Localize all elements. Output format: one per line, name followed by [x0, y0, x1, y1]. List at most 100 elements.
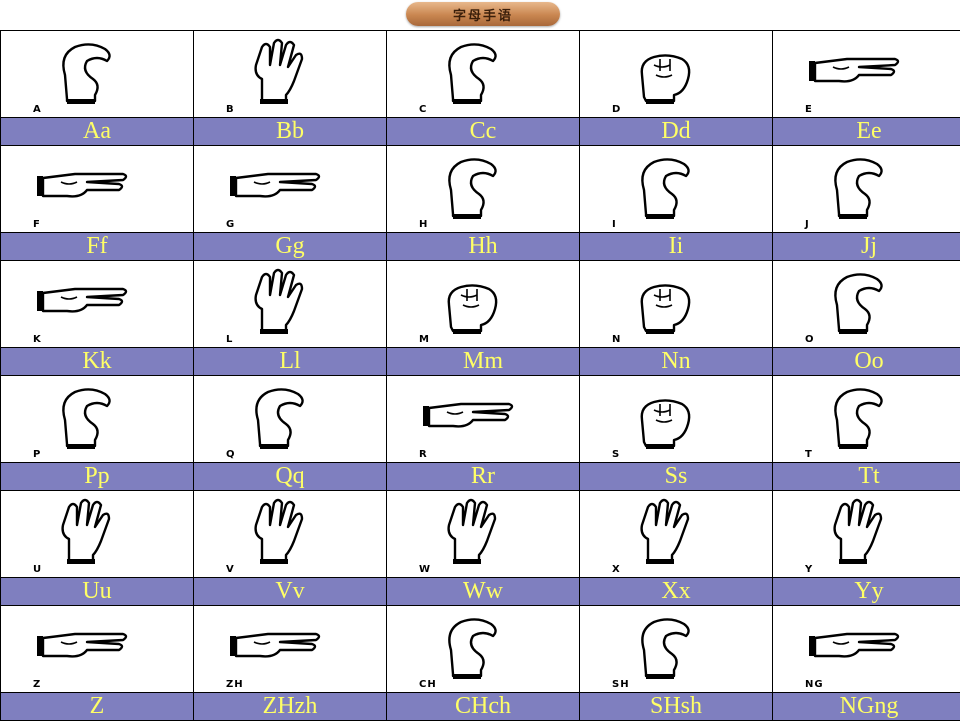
sign-letter-label: Ee — [773, 118, 960, 146]
sign-letter-label: SHsh — [580, 693, 773, 721]
three-fingers-down-hand-icon — [417, 265, 527, 335]
l-shape-hand-icon — [224, 265, 334, 335]
c-curve-hand-icon — [417, 35, 527, 105]
sign-letter-label: Gg — [194, 233, 387, 261]
sign-image-cell: G — [194, 146, 387, 233]
sign-image-cell: CH — [387, 606, 580, 693]
sign-letter-label: Tt — [773, 463, 960, 491]
sign-letter-mark: F — [33, 219, 41, 230]
closed-fist-hand-icon — [610, 35, 720, 105]
sign-letter-label: Yy — [773, 578, 960, 606]
sign-letter-mark: L — [226, 334, 233, 345]
sign-image-row: K L M N O — [1, 261, 960, 348]
zh-side-hand-icon — [224, 610, 334, 680]
sign-letter-label: Oo — [773, 348, 960, 376]
sign-letter-mark: A — [33, 104, 42, 115]
sign-letter-label: Qq — [194, 463, 387, 491]
sign-image-cell: H — [387, 146, 580, 233]
sign-letter-label: Nn — [580, 348, 773, 376]
sign-letter-mark: SH — [612, 679, 630, 690]
sign-letter-mark: CH — [419, 679, 437, 690]
sign-image-row: A B C D E — [1, 31, 960, 118]
sign-image-cell: E — [773, 31, 960, 118]
sign-letter-label: Jj — [773, 233, 960, 261]
sign-letter-mark: B — [226, 104, 235, 115]
sign-letter-label: Vv — [194, 578, 387, 606]
sign-letter-mark: W — [419, 564, 431, 575]
sign-letter-label: Ii — [580, 233, 773, 261]
sh-pinch-hand-icon — [610, 610, 720, 680]
thumb-up-fist-hand-icon — [31, 35, 141, 105]
flat-side-hand-icon — [803, 35, 913, 105]
sign-letter-mark: C — [419, 104, 427, 115]
ch-curve-hand-icon — [417, 610, 527, 680]
sign-letter-label: CHch — [387, 693, 580, 721]
y-shaka-hand-icon — [803, 495, 913, 565]
title-badge: 字母手语 — [406, 2, 560, 26]
sign-letter-mark: N — [612, 334, 621, 345]
index-point-right-hand-icon — [417, 380, 527, 450]
sign-letter-mark: Q — [226, 449, 236, 460]
t-thumb-hand-icon — [803, 380, 913, 450]
sign-image-cell: C — [387, 31, 580, 118]
o-circle-hand-icon — [803, 265, 913, 335]
sign-letter-label: ZHzh — [194, 693, 387, 721]
sign-image-cell: W — [387, 491, 580, 578]
z-horn-side-hand-icon — [31, 610, 141, 680]
sign-image-cell: S — [580, 376, 773, 463]
u-palm-hand-icon — [31, 495, 141, 565]
two-fingers-down-hand-icon — [610, 265, 720, 335]
sign-letter-mark: O — [805, 334, 815, 345]
sign-image-cell: X — [580, 491, 773, 578]
sign-image-cell: U — [1, 491, 194, 578]
sign-image-cell: NG — [773, 606, 960, 693]
sign-image-cell: T — [773, 376, 960, 463]
sign-image-row: P Q R S T — [1, 376, 960, 463]
sign-letter-label: Kk — [1, 348, 194, 376]
two-finger-point-side-hand-icon — [31, 150, 141, 220]
sign-letter-mark: R — [419, 449, 428, 460]
sign-image-cell: Q — [194, 376, 387, 463]
sign-image-cell: P — [1, 376, 194, 463]
sign-letter-mark: V — [226, 564, 235, 575]
sign-letter-mark: X — [612, 564, 621, 575]
sign-image-cell: I — [580, 146, 773, 233]
sign-letter-mark: T — [805, 449, 813, 460]
sign-letter-label: Uu — [1, 578, 194, 606]
index-thumb-side-hand-icon — [31, 265, 141, 335]
crossed-fingers-hand-icon — [610, 495, 720, 565]
flat-palm-hand-icon — [224, 35, 334, 105]
sign-letter-label: Ll — [194, 348, 387, 376]
sign-letter-label: Ss — [580, 463, 773, 491]
sign-letter-label: Ww — [387, 578, 580, 606]
sign-letter-mark: U — [33, 564, 42, 575]
ng-flat-side-hand-icon — [803, 610, 913, 680]
sign-letter-label: Bb — [194, 118, 387, 146]
sign-image-cell: B — [194, 31, 387, 118]
bent-index-up-hand-icon — [803, 150, 913, 220]
sign-image-cell: SH — [580, 606, 773, 693]
sign-image-cell: A — [1, 31, 194, 118]
sign-letter-label: NGng — [773, 693, 960, 721]
sign-letter-label: Z — [1, 693, 194, 721]
sign-letter-mark: E — [805, 104, 813, 115]
sign-letter-label: Aa — [1, 118, 194, 146]
p-down-hand-icon — [31, 380, 141, 450]
sign-letter-mark: S — [612, 449, 620, 460]
sign-letter-mark: I — [612, 219, 617, 230]
sign-letter-mark: NG — [805, 679, 824, 690]
sign-image-cell: O — [773, 261, 960, 348]
sign-letter-label: Pp — [1, 463, 194, 491]
sign-letter-label: Ff — [1, 233, 194, 261]
sign-letter-mark: Z — [33, 679, 41, 690]
sign-image-cell: ZH — [194, 606, 387, 693]
sign-letter-label: Mm — [387, 348, 580, 376]
sign-letter-label: Cc — [387, 118, 580, 146]
index-up-hand-icon — [610, 150, 720, 220]
sign-image-cell: D — [580, 31, 773, 118]
